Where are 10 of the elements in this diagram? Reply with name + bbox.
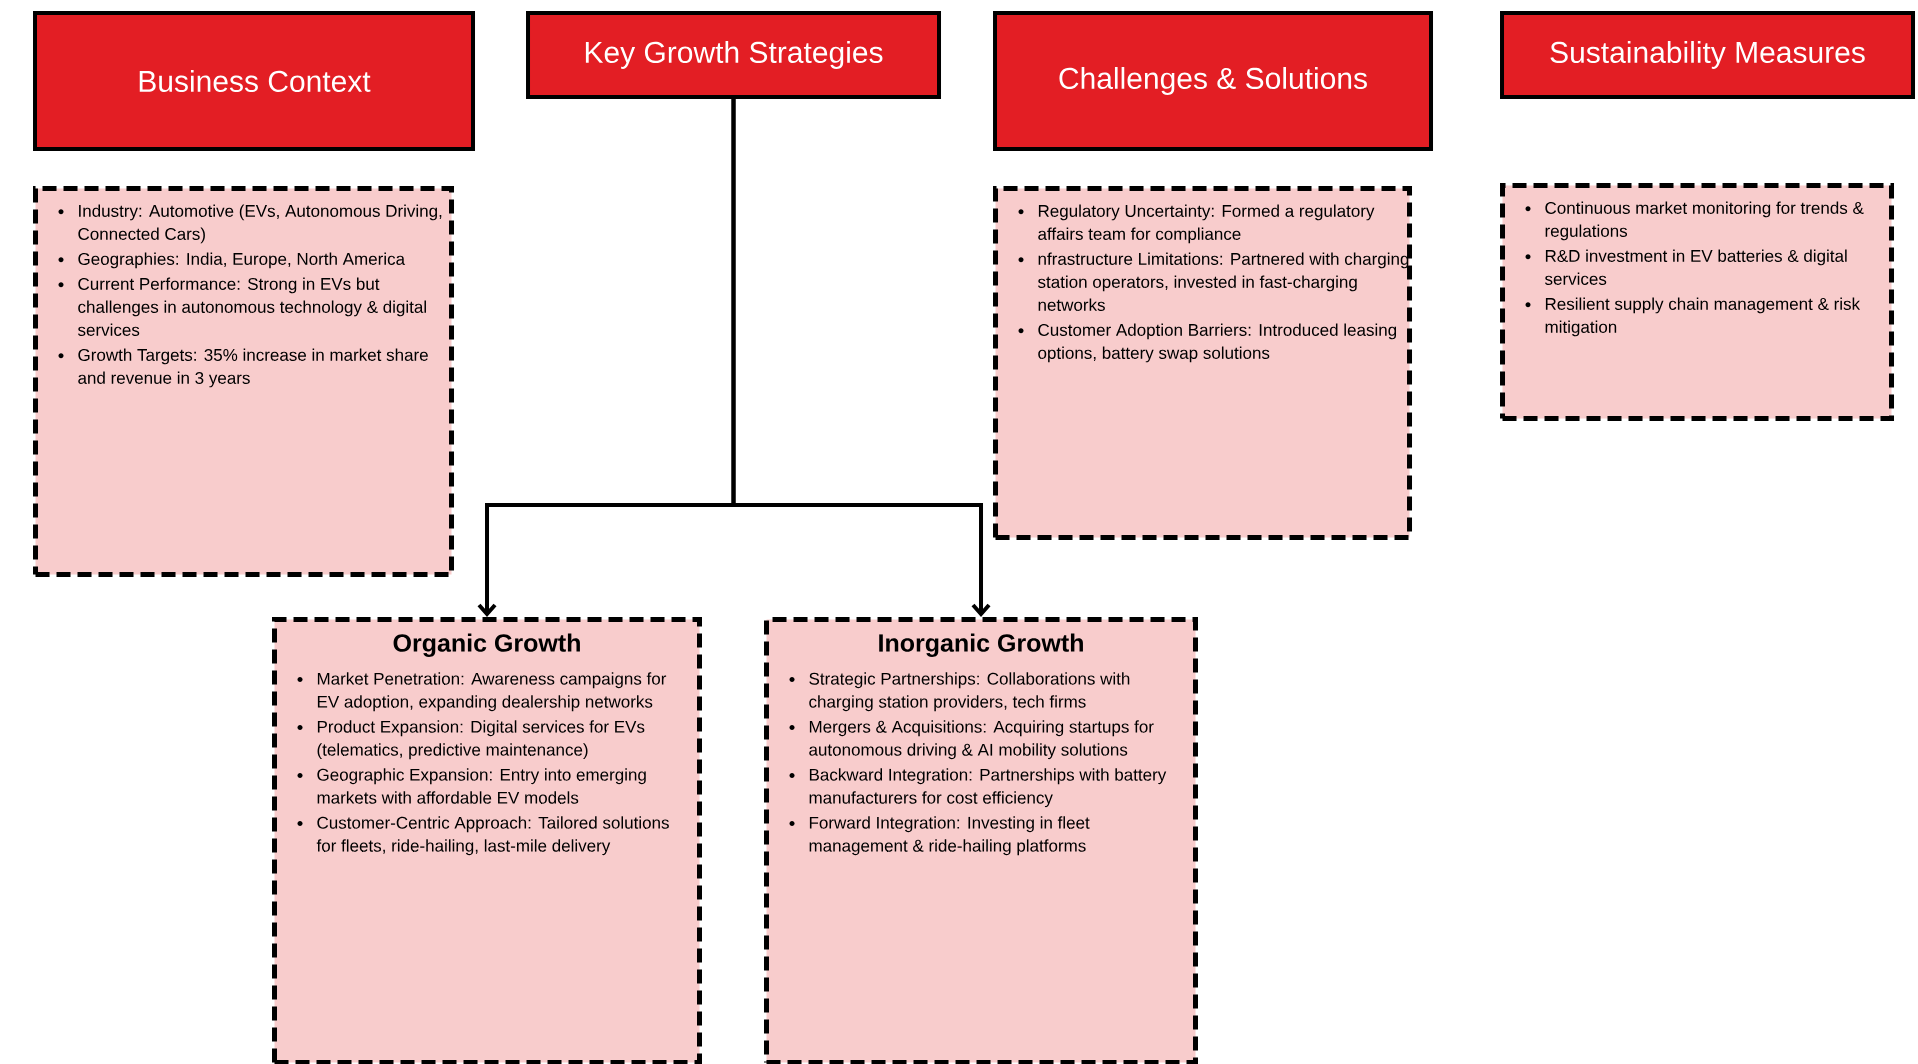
header-box: Challenges & Solutions	[993, 11, 1433, 151]
strategy-panel: Organic Growth Market Penetration: Awareness campaigns for EV adoption, expanding dealership networks Product Expansion: Digital services for EVs (telematics, predictive maintenance) Geographic Expansion: Entry into emerging markets with affordable EV models Customer-Centric Approach: Tailored solutions for fleets, ride-hailing, last-mile delivery	[272, 617, 702, 1064]
bullet-panel: Industry: Automotive (EVs, Autonomous Driving, Connected Cars) Geographies: India, Europe, North America Current Performance: Strong in EVs but challenges in autonomous technology & digital services Growth Targets: 35% increase in market share and revenue in 3 years	[33, 186, 454, 577]
header-box: Business Context	[33, 11, 475, 151]
strategy-panel: Inorganic Growth Strategic Partnerships: Collaborations with charging station providers, tech firms Mergers & Acquisitions: Acquiring startups for autonomous driving & AI mobility solutions Backward Integration: Partnerships with battery manufacturers for cost efficiency Forward Integration: Investing in fleet management & ride-hailing platforms	[764, 617, 1198, 1064]
header-box: Sustainability Measures	[1500, 11, 1915, 99]
header-box: Key Growth Strategies	[526, 11, 941, 99]
bullet-panel: Continuous market monitoring for trends & regulations R&D investment in EV batteries & digital services Resilient supply chain management & risk mitigation	[1500, 183, 1894, 421]
bullet-panel: Regulatory Uncertainty: Formed a regulatory affairs team for compliance nfrastructure Limitations: Partnered with charging station operators, invested in fast-charging networks Customer Adoption Barriers: Introduced leasing options, battery swap solutions	[993, 186, 1412, 540]
arrow	[731, 99, 991, 617]
